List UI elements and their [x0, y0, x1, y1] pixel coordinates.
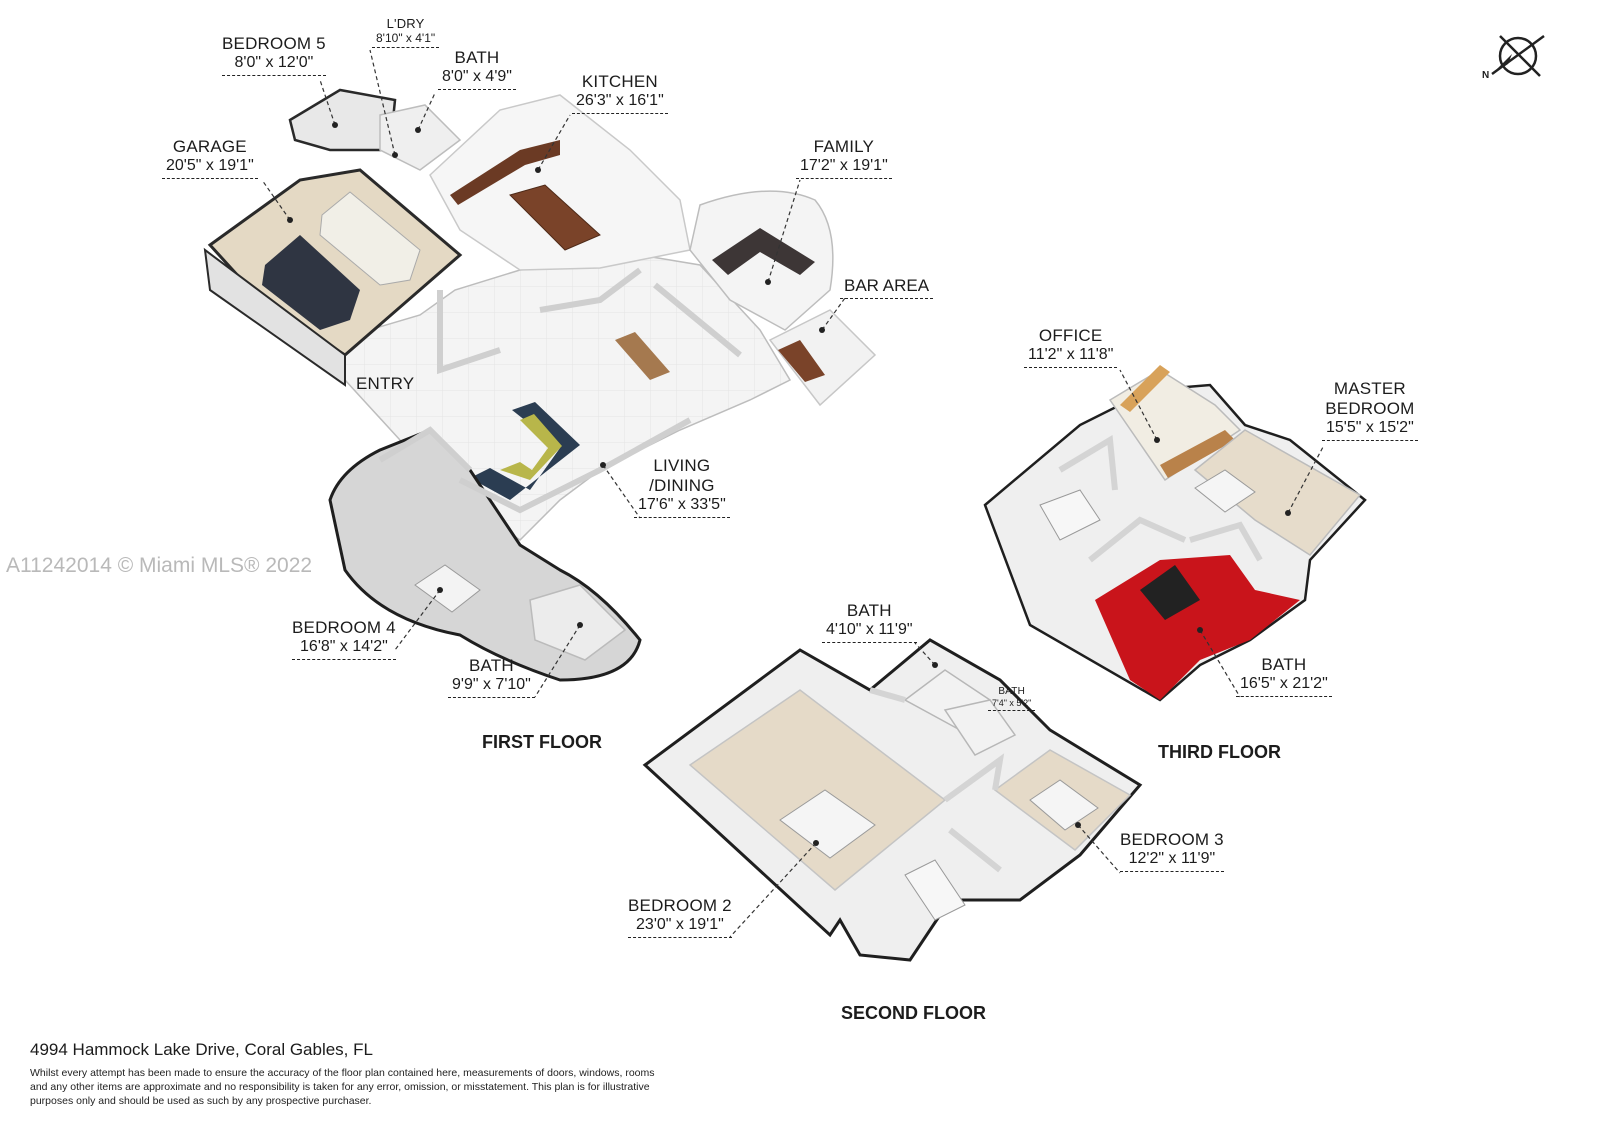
label-kitchen: KITCHEN 26'3" x 16'1" — [572, 72, 668, 114]
office-bookshelf — [1120, 365, 1170, 412]
second-floor-title: SECOND FLOOR — [841, 1003, 987, 1023]
label-master-bedroom: MASTER BEDROOM 15'5" x 15'2" — [1322, 379, 1418, 441]
mls-watermark: A11242014 © Miami MLS® 2022 — [6, 554, 313, 577]
label-office: OFFICE 11'2" x 11'8" — [1024, 326, 1118, 368]
compass-north-label: N — [1482, 70, 1490, 81]
room-name: BEDROOM 4 — [292, 618, 396, 637]
compass-graphic — [1491, 34, 1545, 77]
bedroom4-bed — [414, 564, 481, 613]
car-light — [319, 191, 421, 286]
bar-counter — [778, 340, 825, 382]
disclaimer-text: Whilst every attempt has been made to en… — [30, 1067, 655, 1108]
room-name: L'DRY — [386, 16, 425, 31]
first-floor-walls — [378, 267, 742, 514]
kitchen-counter — [450, 140, 560, 205]
master-bed — [1194, 469, 1256, 513]
room-dimensions: 26'3" x 16'1" — [572, 92, 668, 114]
label-bath-first-bottom: BATH 9'9" x 7'10" — [448, 656, 535, 698]
label-bedroom5: BEDROOM 5 8'0" x 12'0" — [222, 34, 326, 76]
label-bath-first-top: BATH 8'0" x 4'9" — [438, 48, 516, 90]
room-dimensions: 9'9" x 7'10" — [448, 676, 535, 698]
family-room-floor — [689, 190, 834, 331]
room-dimensions: 8'0" x 4'9" — [438, 68, 516, 90]
first-floor-plan — [203, 88, 877, 682]
room-name: BATH — [454, 48, 500, 67]
room-dimensions: 15'5" x 15'2" — [1322, 419, 1418, 441]
room-name: KITCHEN — [581, 72, 658, 91]
room-name: BEDROOM 5 — [222, 34, 326, 53]
second-floor-plan — [642, 638, 1143, 962]
room-name: ENTRY — [356, 374, 415, 393]
room-name-line1: LIVING — [653, 456, 711, 475]
room-dimensions: 12'2" x 11'9" — [1120, 850, 1224, 872]
room-name: BEDROOM 3 — [1120, 830, 1224, 849]
label-bedroom2: BEDROOM 2 23'0" x 19'1" — [628, 896, 732, 938]
garage-wall-shade — [203, 247, 346, 387]
car-dark — [262, 235, 360, 330]
room-name: BATH — [846, 601, 892, 620]
label-bar-area: BAR AREA — [840, 276, 934, 300]
room-name: FAMILY — [813, 137, 875, 156]
bedroom3-bed — [1029, 779, 1099, 831]
bath-first-bottom-floor — [529, 584, 627, 661]
room-name: OFFICE — [1038, 326, 1103, 345]
room-name: BATH — [468, 656, 514, 675]
room-dimensions: 11'2" x 11'8" — [1024, 346, 1118, 368]
room-dimensions: 20'5" x 19'1" — [162, 157, 258, 179]
property-address: 4994 Hammock Lake Drive, Coral Gables, F… — [30, 1040, 373, 1059]
master-bedroom-floor — [1193, 429, 1362, 556]
room-dimensions: 16'8" x 14'2" — [292, 638, 396, 660]
leader-lines — [261, 49, 1324, 938]
room-name: BAR AREA — [840, 276, 934, 300]
stairs-second — [904, 859, 966, 921]
room-dimensions: 4'10" x 11'9" — [822, 621, 917, 643]
room-name-line2: BEDROOM — [1325, 399, 1415, 419]
office-desk — [1160, 430, 1235, 478]
first-floor-title: FIRST FLOOR — [482, 732, 602, 752]
room-name: GARAGE — [172, 137, 247, 156]
room-name-line2: /DINING — [649, 476, 715, 496]
label-entry: ENTRY — [356, 374, 414, 394]
living-sofa-cushions — [500, 414, 562, 480]
kitchen-island — [509, 184, 601, 251]
label-laundry: L'DRY 8'10" x 4'1" — [372, 16, 440, 49]
room-dimensions: 8'10" x 4'1" — [372, 31, 440, 49]
room-dimensions: 17'6" x 33'5" — [634, 496, 730, 518]
room-dimensions: 16'5" x 21'2" — [1236, 675, 1332, 697]
bar-area-floor — [768, 309, 877, 407]
label-bath-second-b: BATH 7'4" x 5'2" — [988, 686, 1036, 712]
closet-second-floor — [943, 699, 1017, 756]
stairs-third — [1039, 489, 1101, 541]
third-floor-title: THIRD FLOOR — [1158, 742, 1281, 762]
room-name: BATH — [1261, 655, 1307, 674]
label-bath-master: BATH 16'5" x 21'2" — [1236, 655, 1332, 697]
room-dimensions: 7'4" x 5'2" — [988, 698, 1036, 712]
room-dimensions: 17'2" x 19'1" — [796, 157, 892, 179]
laundry-floor — [379, 104, 462, 171]
leader-dots — [287, 122, 1291, 846]
label-living-dining: LIVING /DINING 17'6" x 33'5" — [634, 456, 730, 518]
room-name-line1: MASTER — [1333, 379, 1406, 398]
living-sofa — [470, 402, 580, 500]
label-bedroom3: BEDROOM 3 12'2" x 11'9" — [1120, 830, 1224, 872]
compass-north-icon: N — [1478, 30, 1552, 88]
family-sofa — [712, 228, 815, 275]
room-dimensions: 23'0" x 19'1" — [628, 916, 732, 938]
label-bedroom4: BEDROOM 4 16'8" x 14'2" — [292, 618, 396, 660]
master-bath-vanity — [1140, 565, 1200, 620]
room-name: BEDROOM 2 — [628, 896, 732, 915]
label-garage: GARAGE 20'5" x 19'1" — [162, 137, 258, 179]
room-dimensions: 8'0" x 12'0" — [222, 54, 326, 76]
second-floor-walls — [869, 687, 1005, 873]
room-name: BATH — [998, 686, 1026, 697]
third-floor-plan — [983, 365, 1367, 702]
label-bath-second-a: BATH 4'10" x 11'9" — [822, 601, 917, 643]
label-family: FAMILY 17'2" x 19'1" — [796, 137, 892, 179]
third-floor-walls — [1058, 434, 1263, 563]
dining-table — [615, 332, 670, 380]
